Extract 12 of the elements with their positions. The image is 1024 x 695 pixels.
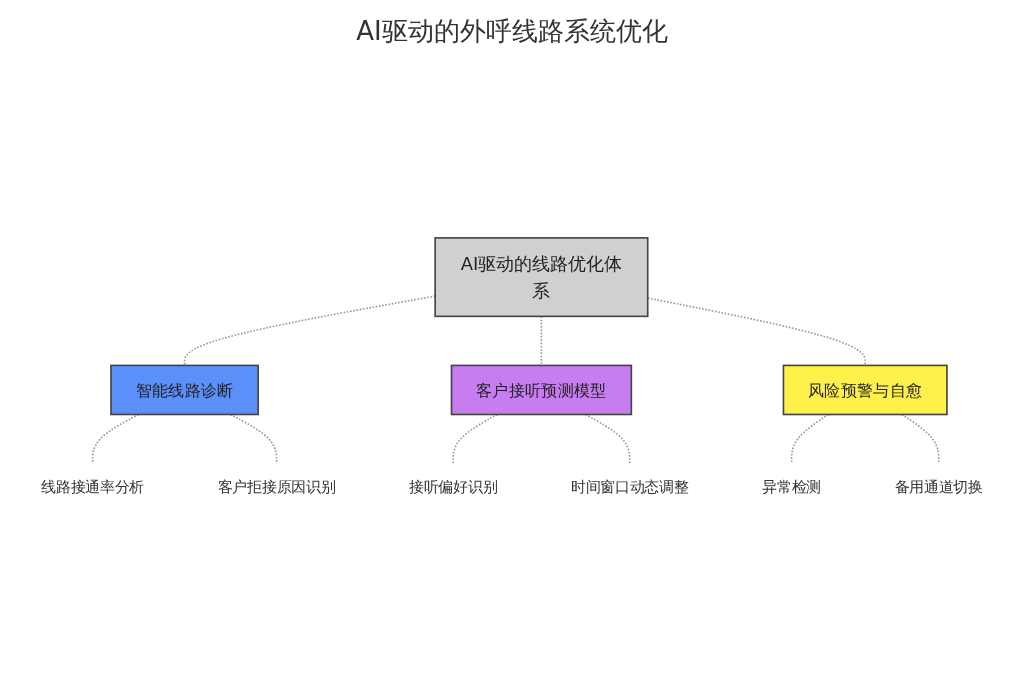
node-box: 客户接听预测模型 — [450, 364, 633, 416]
diagram-title: AI驱动的外呼线路系统优化 — [356, 15, 668, 48]
node-box: 智能线路诊断 — [110, 364, 259, 416]
node-text: 线路接通率分析 — [41, 478, 145, 496]
node-text: 备用通道切换 — [894, 478, 983, 496]
node-text: 时间窗口动态调整 — [570, 478, 689, 496]
node-box: 风险预警与自愈 — [782, 364, 948, 416]
connector — [901, 413, 940, 465]
node-text: 客户拒接原因识别 — [217, 478, 336, 496]
node-box: AI驱动的线路优化体系 — [434, 237, 649, 318]
node-text: 异常检测 — [762, 478, 822, 496]
node-text: 接听偏好识别 — [408, 478, 498, 496]
